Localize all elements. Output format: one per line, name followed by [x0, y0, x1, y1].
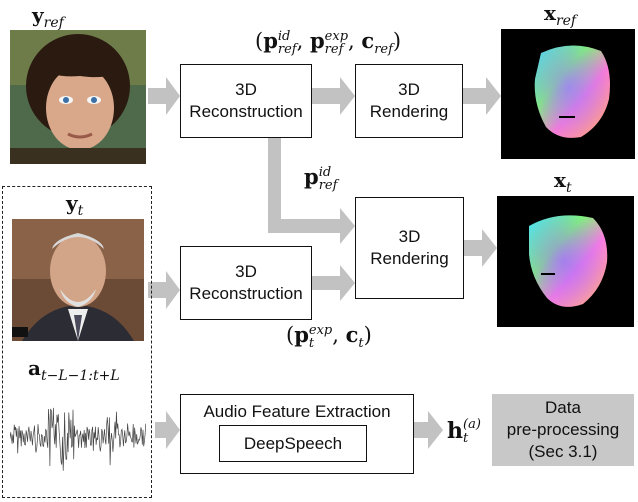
- label-y-t-base: y: [66, 191, 78, 215]
- input-group-dashed: [2, 186, 152, 498]
- recon-ref-line2: Reconstruction: [189, 102, 303, 121]
- label-y-ref-base: y: [32, 3, 44, 27]
- label-p-ref-id-base: p: [304, 164, 319, 189]
- audio-feature-title: Audio Feature Extraction: [203, 402, 391, 421]
- recon-target-line2: Reconstruction: [189, 284, 303, 303]
- label-x-t: xt: [554, 168, 572, 196]
- label-h-base: h: [447, 418, 463, 444]
- label-y-ref-sub: ref: [43, 15, 64, 31]
- params-ref-p1-sup: id: [277, 28, 291, 44]
- label-y-t: yt: [66, 191, 83, 219]
- render-ref-line2: Rendering: [369, 102, 449, 121]
- label-audio-base: a: [28, 356, 41, 380]
- rendering-box-target: 3D Rendering: [355, 197, 464, 299]
- label-p-ref-id-sub: ref: [318, 177, 338, 193]
- reconstruction-box-target: 3D Reconstruction: [180, 246, 312, 320]
- arrow-recon-to-render2: [268, 138, 355, 244]
- label-h: h(a)t: [447, 418, 481, 446]
- deepspeech-box: DeepSpeech: [219, 425, 367, 462]
- recon-ref-line1: 3D: [235, 80, 257, 99]
- label-y-t-sub: t: [77, 203, 84, 219]
- waveform-path: [10, 407, 146, 471]
- label-p-ref-id-sup: id: [318, 164, 332, 180]
- label-x-ref: xref: [544, 1, 576, 29]
- label-h-sup: (a): [463, 417, 481, 432]
- target-face-image: [12, 219, 144, 341]
- data-line1: Data: [545, 398, 581, 417]
- label-x-ref-sub: ref: [555, 13, 577, 29]
- arrow-recon2-to-render2: [312, 265, 355, 301]
- label-h-sub: t: [463, 431, 469, 446]
- data-line3: (Sec 3.1): [528, 442, 598, 461]
- label-x-ref-base: x: [544, 1, 556, 25]
- reference-face-image: [10, 30, 146, 164]
- label-y-ref: yref: [32, 3, 64, 31]
- label-audio-sub: t−L−1:t+L: [40, 368, 120, 384]
- label-audio: at−L−1:t+L: [28, 356, 120, 384]
- arrow-render2-to-xt: [464, 229, 497, 267]
- rendered-face-ref-image: [501, 29, 635, 159]
- arrow-render-to-xref: [463, 77, 501, 115]
- rendered-face-target-image: [497, 196, 634, 327]
- arrow-yref-to-recon: [148, 77, 180, 115]
- params-ref-p2-sub: ref: [324, 41, 344, 57]
- reconstruction-box-ref: 3D Reconstruction: [180, 64, 312, 138]
- render-ref-line1: 3D: [398, 80, 420, 99]
- recon-target-line1: 3D: [235, 262, 257, 281]
- label-x-t-base: x: [554, 168, 566, 192]
- deepspeech-label: DeepSpeech: [243, 433, 343, 453]
- params-t-p-sub: t: [308, 335, 315, 351]
- arrow-recon-to-render: [312, 77, 355, 115]
- arrow-yt-to-recon2: [148, 271, 180, 309]
- data-line2: pre-processing: [506, 420, 620, 439]
- data-preprocessing-box: Data pre-processing (Sec 3.1): [492, 394, 634, 466]
- arrow-extract-to-h: [414, 411, 443, 449]
- params-t-p-sup: exp: [308, 322, 333, 338]
- render-target-line1: 3D: [398, 227, 421, 246]
- arrow-audio-to-extract: [155, 411, 180, 449]
- rendering-box-ref: 3D Rendering: [355, 64, 463, 138]
- label-x-t-sub: t: [565, 180, 572, 196]
- params-ref-p2-sup: exp: [324, 28, 349, 44]
- audio-waveform-image: [10, 383, 146, 491]
- render-target-line2: Rendering: [370, 249, 449, 268]
- params-ref-p1-sub: ref: [277, 41, 297, 57]
